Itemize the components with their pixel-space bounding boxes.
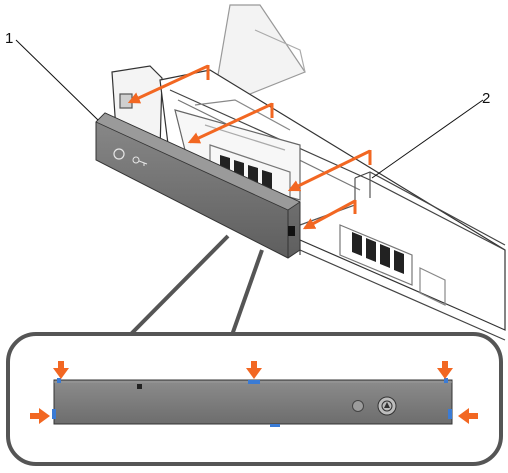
detail-arrows <box>30 361 478 424</box>
bezel-marker <box>137 384 142 389</box>
callout-2-label: 2 <box>482 90 490 107</box>
tab-right-top <box>444 378 448 383</box>
drive-slots-lower <box>352 232 404 274</box>
detail-arrow-left-right <box>458 408 478 424</box>
arrow-4 <box>302 199 356 230</box>
detail-arrow-down-right <box>437 361 453 379</box>
power-icon <box>113 148 125 160</box>
detail-arrow-down-center <box>246 361 262 379</box>
callout-1: 1 <box>5 30 99 121</box>
detail-arrow-down-left <box>53 361 69 379</box>
callout-1-label: 1 <box>5 30 13 47</box>
bezel-indicator <box>352 400 364 412</box>
tab-bottom <box>270 424 280 427</box>
arrow-3 <box>287 149 371 192</box>
key-icon <box>132 156 140 164</box>
tab-left-side <box>52 409 56 419</box>
arrow-2 <box>187 102 273 144</box>
callout-2: 2 <box>371 90 490 179</box>
tab-center-top <box>248 380 260 384</box>
tab-left-top <box>57 378 61 383</box>
detail-arrow-right-left <box>30 408 50 424</box>
tab-right-side <box>448 409 452 419</box>
arrow-1 <box>127 64 209 104</box>
bezel-detail-view <box>6 332 503 466</box>
front-bezel[interactable] <box>95 112 301 259</box>
bezel-latch-release[interactable] <box>288 226 295 236</box>
zoom-connector <box>128 234 264 337</box>
insertion-arrows <box>127 64 372 230</box>
